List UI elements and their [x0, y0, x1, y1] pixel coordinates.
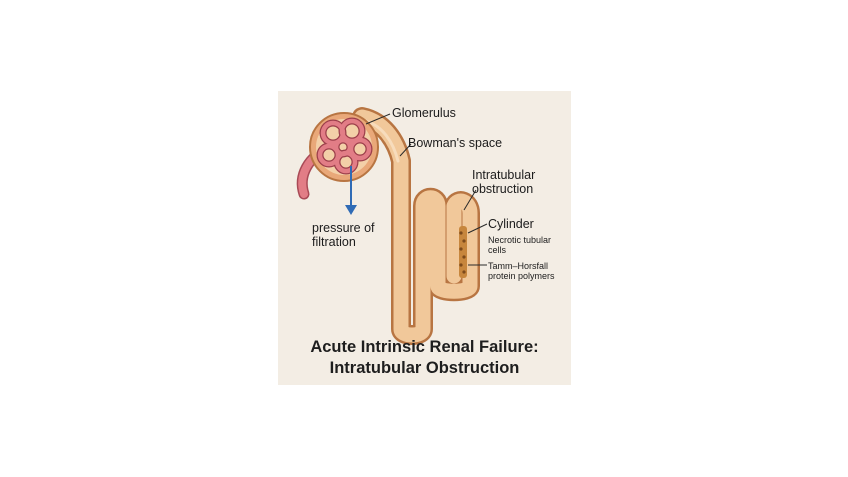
- title-line2: Intratubular Obstruction: [329, 358, 520, 377]
- cylinder-label: Cylinder: [488, 217, 534, 231]
- diagram-title: Acute Intrinsic Renal Failure: Intratubu…: [278, 337, 571, 378]
- intratubular-label-line2: obstruction: [472, 182, 534, 196]
- nephron-illustration: [296, 107, 488, 345]
- necrotic-label-line1: Necrotic tubular: [488, 235, 552, 245]
- glomerulus-label: Glomerulus: [392, 106, 456, 120]
- intratubular-label-line1: Intratubular: [472, 168, 536, 182]
- bowmans-space-label: Bowman's space: [408, 136, 503, 150]
- necrotic-label-line2: cells: [488, 245, 507, 256]
- intratubular-obstruction-label: Intratubular obstruction: [472, 168, 535, 196]
- renal-tubule: [352, 107, 480, 345]
- tamm-label-line1: Tamm–Horsfall: [488, 261, 549, 271]
- cylinder-cast: [459, 226, 467, 278]
- pressure-label-line2: filtration: [312, 235, 356, 249]
- diagram-panel: Glomerulus Bowman's space Intratubular o…: [278, 91, 571, 385]
- necrotic-cells-label: Necrotic tubular cells: [488, 235, 551, 256]
- pressure-label-line1: pressure of: [312, 221, 375, 235]
- tamm-horsfall-label: Tamm–Horsfall protein polymers: [488, 261, 555, 282]
- tamm-label-line2: protein polymers: [488, 271, 555, 282]
- pressure-of-filtration-label: pressure of filtration: [312, 221, 375, 249]
- pressure-arrow: [345, 166, 357, 215]
- leader-lines: [365, 113, 488, 266]
- title-line1: Acute Intrinsic Renal Failure:: [310, 338, 539, 356]
